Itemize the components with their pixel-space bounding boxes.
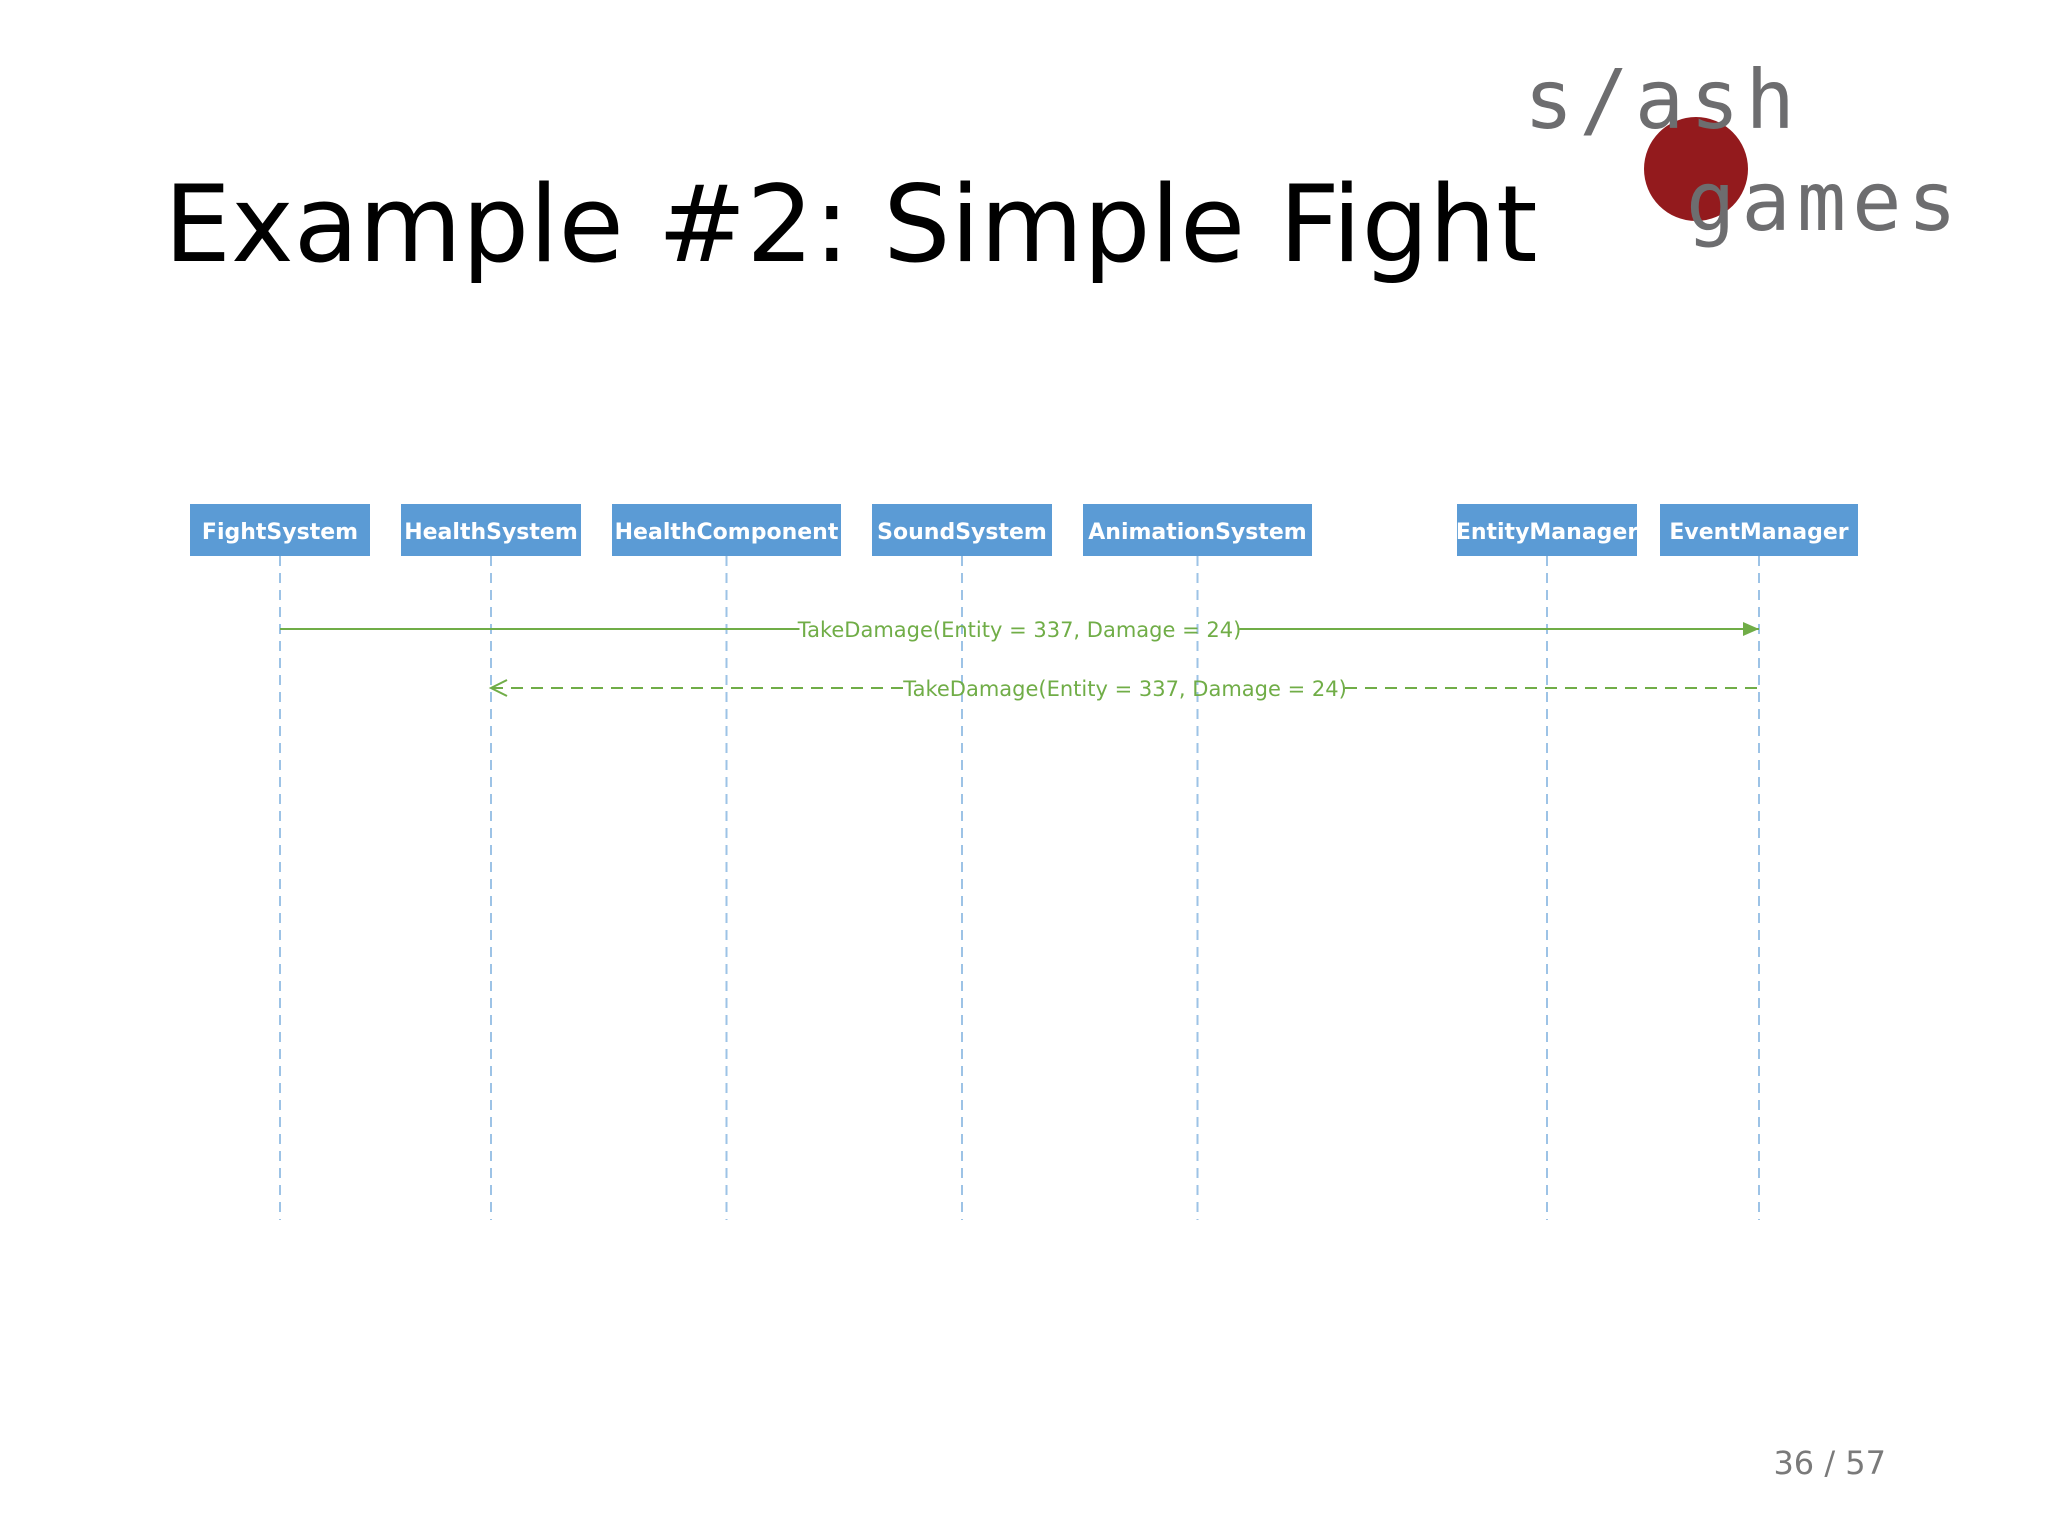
lifeline-box-entity-manager	[1457, 504, 1637, 556]
lifeline-label-fight-system: FightSystem	[202, 520, 358, 545]
lifeline-label-entity-manager: EntityManager	[1456, 520, 1639, 545]
lifeline-label-health-system: HealthSystem	[404, 520, 578, 545]
slide-title: Example #2: Simple Fight	[164, 163, 1538, 286]
lifeline-box-animation-system	[1083, 504, 1312, 556]
lifeline-fight-system: FightSystem	[190, 504, 370, 1220]
message-label-2: TakeDamage(Entity = 337, Damage = 24)	[902, 677, 1347, 701]
message-label-1: TakeDamage(Entity = 337, Damage = 24)	[797, 618, 1242, 642]
lifeline-box-event-manager	[1660, 504, 1858, 556]
logo-text-bottom: games	[1686, 155, 1963, 250]
lifeline-box-sound-system	[872, 504, 1052, 556]
lifeline-label-animation-system: AnimationSystem	[1088, 520, 1306, 545]
lifeline-event-manager: EventManager	[1660, 504, 1858, 1220]
logo-text-top: s/ash	[1524, 66, 1801, 148]
lifeline-box-health-component	[612, 504, 841, 556]
lifeline-health-component: HealthComponent	[612, 504, 841, 1220]
lifeline-entity-manager: EntityManager	[1456, 504, 1639, 1220]
lifeline-box-fight-system	[190, 504, 370, 556]
page-number: 36 / 57	[1773, 1444, 1886, 1482]
lifeline-box-health-system	[401, 504, 581, 556]
lifeline-animation-system: AnimationSystem	[1083, 504, 1312, 1220]
slash-games-logo: s/ash games	[1524, 66, 1963, 250]
message-arrowhead-2	[488, 679, 508, 697]
lifeline-label-event-manager: EventManager	[1669, 520, 1848, 545]
lifeline-health-system: HealthSystem	[401, 504, 581, 1220]
message-1: TakeDamage(Entity = 337, Damage = 24)	[280, 618, 1759, 642]
lifeline-sound-system: SoundSystem	[872, 504, 1052, 1220]
message-2: TakeDamage(Entity = 337, Damage = 24)	[488, 677, 1759, 701]
lifeline-label-health-component: HealthComponent	[615, 520, 839, 545]
message-arrowhead-1	[1743, 622, 1759, 636]
logo-accent-circle	[1644, 117, 1748, 221]
lifeline-label-sound-system: SoundSystem	[877, 520, 1047, 545]
lifelines-layer: FightSystem HealthSystem HealthComponent So…	[190, 504, 1858, 1220]
messages-layer: TakeDamage(Entity = 337, Damage = 24) Tak…	[280, 618, 1759, 701]
